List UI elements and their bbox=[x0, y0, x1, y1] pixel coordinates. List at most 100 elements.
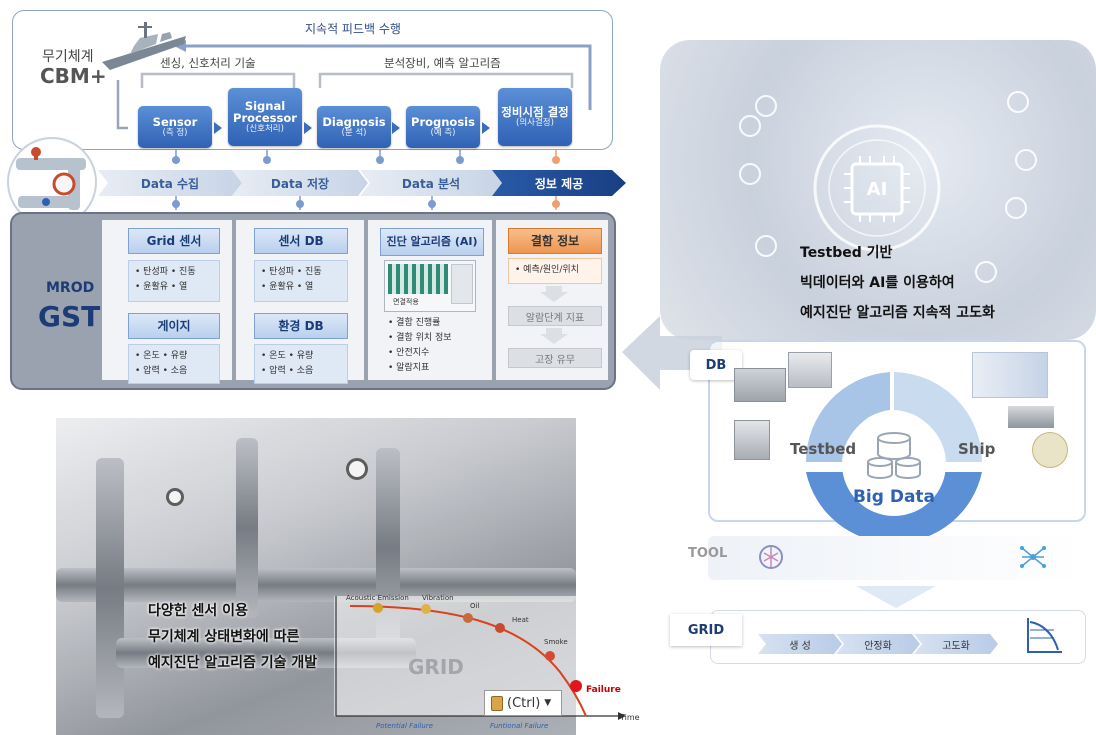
right-text-line3: 예지진단 알고리즘 지속적 고도화 bbox=[800, 305, 995, 321]
zone-functional-failure: Funtional Failure bbox=[490, 722, 548, 730]
ai-chip-icon: AI bbox=[813, 124, 941, 252]
decay-curve-icon bbox=[1027, 618, 1062, 653]
step-main-label: Sensor bbox=[152, 114, 198, 129]
step-signal-processor: Signal Processor (신호처리) bbox=[228, 88, 302, 146]
label-acoustic-emission: Acoustic Emission bbox=[346, 594, 409, 602]
paste-options-label: (Ctrl) bbox=[507, 695, 541, 711]
ship-diagram-image bbox=[972, 352, 1048, 398]
db-tag-label: DB bbox=[705, 357, 727, 373]
step-prognosis: Prognosis (예 측) bbox=[406, 106, 480, 148]
label-smoke: Smoke bbox=[544, 638, 568, 646]
list-item: • 결함 위치 정보 bbox=[388, 333, 452, 343]
label-vibration: Vibration bbox=[422, 594, 454, 602]
point-heat bbox=[495, 623, 505, 633]
list-item: • 결함 진행률 bbox=[388, 318, 441, 328]
ai-screen-thumbnail: 면결적용 bbox=[384, 260, 476, 312]
grid-sensor-header: Grid 센서 bbox=[128, 228, 220, 254]
list-item: • 탄성파 • 진동 bbox=[135, 267, 196, 277]
pipe-valve-icon bbox=[7, 137, 97, 227]
testbed-machine-image bbox=[788, 352, 832, 388]
step-sub-label: (예 측) bbox=[430, 127, 456, 138]
sensor-db-body: • 탄성파 • 진동 • 윤활유 • 열 bbox=[254, 260, 348, 302]
list-item: • 윤활유 • 열 bbox=[135, 282, 188, 292]
step-main-label: Diagnosis bbox=[322, 114, 386, 129]
stage-analyze: Data 분석 bbox=[360, 170, 502, 196]
tool-tag: TOOL bbox=[688, 546, 728, 561]
testbed-label: Testbed bbox=[790, 440, 857, 458]
point-vibration bbox=[421, 604, 431, 614]
stage-collect: Data 수집 bbox=[98, 170, 242, 196]
step-sub-label: (측 정) bbox=[162, 127, 188, 138]
list-item: • 안전지수 bbox=[388, 348, 430, 358]
valve-image bbox=[1032, 432, 1068, 468]
down-arrow-icon bbox=[540, 328, 568, 344]
grid-watermark: GRID bbox=[408, 655, 464, 679]
ai-output-list: • 결함 진행률 • 결함 위치 정보 • 안전지수 • 알람지표 bbox=[388, 316, 452, 376]
step-decision: 정비시점 결정 (의사결정) bbox=[498, 88, 572, 146]
chevron-down-icon: ▼ bbox=[544, 698, 552, 708]
ai-algorithm-header: 진단 알고리즘 (AI) bbox=[380, 228, 484, 256]
grid-tag: GRID bbox=[670, 614, 742, 646]
fault-info-header: 결함 정보 bbox=[508, 228, 602, 254]
point-acoustic-emission bbox=[373, 603, 383, 613]
down-arrow-icon bbox=[540, 286, 568, 302]
grid-step-stabilize: 안정화 bbox=[836, 634, 920, 654]
warship-icon bbox=[102, 22, 186, 70]
grid-step-advance: 고도화 bbox=[914, 634, 998, 654]
step-main-label: Signal Processor bbox=[233, 98, 297, 125]
alarm-level-box: 알람단계 지표 bbox=[508, 306, 602, 326]
feedback-label: 지속적 피드백 수행 bbox=[305, 22, 401, 36]
label-heat: Heat bbox=[512, 616, 529, 624]
step-diagnosis: Diagnosis (분 석) bbox=[317, 106, 391, 148]
waveform-graphic bbox=[388, 264, 448, 294]
failure-status-box: 고장 유무 bbox=[508, 348, 602, 368]
screen-caption: 면결적용 bbox=[393, 298, 419, 306]
list-item: • 탄성파 • 진동 bbox=[261, 267, 322, 277]
ai-background-panel bbox=[660, 40, 1096, 340]
cbm-title-line1: 무기체계 bbox=[42, 49, 94, 65]
left-text-line2: 무기체계 상태변화에 따른 bbox=[148, 629, 300, 645]
group-right-label: 분석장비, 예측 알고리즘 bbox=[384, 56, 501, 70]
step-sub-label: (의사결정) bbox=[516, 117, 554, 128]
label-failure: Failure bbox=[586, 685, 621, 695]
grid-step-create: 생 성 bbox=[758, 634, 842, 654]
ai-chip-label: AI bbox=[867, 179, 888, 200]
gst-label-gst: GST bbox=[38, 300, 101, 333]
step-sub-label: (신호처리) bbox=[246, 123, 284, 134]
step-sensor: Sensor (측 정) bbox=[138, 106, 212, 148]
fault-info-body: • 예측/원인/위치 bbox=[508, 258, 602, 284]
cbm-title-line2: CBM+ bbox=[40, 64, 107, 88]
bigdata-label: Big Data bbox=[853, 487, 935, 507]
paste-options-button[interactable]: (Ctrl) ▼ bbox=[484, 690, 562, 716]
ship-piping-image bbox=[1008, 406, 1054, 428]
point-failure bbox=[570, 680, 582, 692]
grid-sensor-body: • 탄성파 • 진동 • 윤활유 • 열 bbox=[128, 260, 220, 302]
db-tag: DB bbox=[690, 350, 742, 380]
testbed-equipment-image bbox=[734, 368, 786, 402]
right-text-line2: 빅데이터와 AI를 이용하여 bbox=[800, 275, 955, 291]
brain-icon bbox=[759, 545, 783, 569]
step-main-label: Prognosis bbox=[411, 114, 475, 129]
step-main-label: 정비시점 결정 bbox=[501, 104, 569, 119]
clipboard-icon bbox=[491, 695, 503, 711]
bigdata-cycle-diagram: Big Data AI bbox=[805, 372, 982, 560]
network-icon bbox=[1020, 546, 1046, 568]
gauge-header: 게이지 bbox=[128, 313, 220, 339]
left-text-line3: 예지진단 알고리즘 기술 개발 bbox=[148, 655, 318, 671]
list-item: • 온도 • 유량 bbox=[261, 351, 314, 361]
left-text-line1: 다양한 센서 이용 bbox=[148, 603, 248, 619]
label-oil: Oil bbox=[470, 602, 479, 610]
stage-provide: 정보 제공 bbox=[492, 170, 626, 196]
left-arrow-icon bbox=[622, 316, 722, 390]
gst-label-mrod: MROD bbox=[46, 280, 95, 296]
x-axis-label: Time bbox=[619, 713, 640, 722]
env-db-header: 환경 DB bbox=[254, 313, 348, 339]
group-left-label: 센싱, 신호처리 기술 bbox=[160, 56, 256, 70]
stage-store: Data 저장 bbox=[232, 170, 368, 196]
list-item: • 압력 • 소음 bbox=[135, 366, 188, 376]
ship-label: Ship bbox=[958, 440, 996, 458]
down-arrow-icon bbox=[856, 586, 936, 608]
sensor-db-header: 센서 DB bbox=[254, 228, 348, 254]
list-item: • 윤활유 • 열 bbox=[261, 282, 314, 292]
gauge-body: • 온도 • 유량 • 압력 • 소음 bbox=[128, 344, 220, 384]
